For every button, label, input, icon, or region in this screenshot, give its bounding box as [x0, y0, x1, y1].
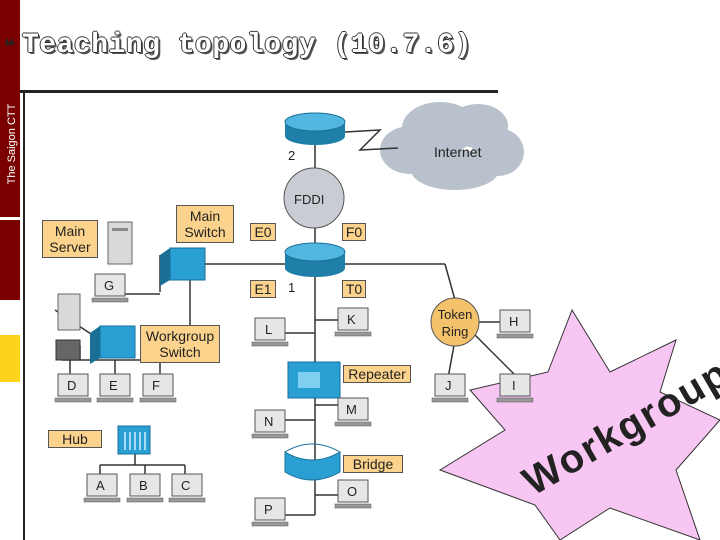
host-p-label: P [264, 502, 273, 517]
slide-title: Teaching topology (10.7.6) [22, 30, 472, 61]
router-2-label: 2 [288, 148, 296, 163]
token-ring-label: Token Ring [437, 307, 473, 339]
workgroup-switch-label: Workgroup Switch [140, 325, 220, 363]
host-m-label: M [346, 402, 357, 417]
host-c-label: C [181, 478, 191, 493]
sidebar-yellow [0, 335, 20, 382]
main-server-label: Main Server [42, 220, 98, 258]
hub-label: Hub [48, 430, 102, 448]
title-underline [20, 90, 498, 93]
host-o-label: O [347, 484, 358, 499]
host-e-label: E [109, 378, 118, 393]
workgroup-starburst [438, 308, 720, 540]
host-a-label: A [96, 478, 105, 493]
token-ring [430, 297, 480, 347]
workgroup-switch-icon [90, 325, 136, 364]
computer-p [254, 497, 286, 521]
computer-k [337, 307, 369, 331]
bridge-label: Bridge [343, 455, 403, 473]
sidebar-red-mid [0, 220, 20, 300]
server-icon [57, 293, 81, 331]
sidebar-white-gap [0, 217, 20, 220]
printer-icon [55, 339, 81, 361]
internet-label: Internet [434, 144, 482, 160]
host-d-label: D [67, 378, 77, 393]
host-k-label: K [347, 312, 356, 327]
sidebar-white-bottom [0, 382, 20, 540]
computer-d [57, 373, 89, 397]
host-f-label: F [152, 378, 160, 393]
router-1-label: 1 [288, 280, 296, 295]
computer-l [254, 317, 286, 341]
t0-label: T0 [342, 280, 366, 298]
e0-label: E0 [250, 223, 276, 241]
host-i-label: I [512, 378, 516, 393]
main-switch-label: Main Switch [176, 205, 234, 243]
computer-a [86, 473, 118, 497]
hub-icon [117, 425, 151, 455]
computer-c [171, 473, 203, 497]
computer-h [499, 309, 531, 333]
bridge-icon [284, 443, 341, 481]
host-h-label: H [509, 314, 519, 329]
repeater-icon [287, 361, 341, 399]
host-g-label: G [104, 278, 115, 293]
sidebar-white [0, 300, 20, 335]
router-2 [284, 112, 346, 145]
computer-n [254, 409, 286, 433]
main-switch-icon [160, 247, 206, 286]
computer-i [499, 373, 531, 397]
computer-f [142, 373, 174, 397]
content-left-rule [23, 93, 25, 540]
host-n-label: N [264, 414, 274, 429]
repeater-label: Repeater [343, 365, 411, 383]
title-bullet: ❝ [4, 36, 15, 58]
computer-e [99, 373, 131, 397]
computer-g [94, 273, 126, 297]
sidebar-red-top [0, 0, 20, 217]
host-j-label: J [445, 378, 452, 393]
computer-o [337, 479, 369, 503]
computer-j [434, 373, 466, 397]
router-1 [284, 242, 346, 277]
main-server-icon [107, 221, 133, 265]
fddi-label: FDDI [294, 192, 325, 207]
computer-m [337, 397, 369, 421]
host-l-label: L [265, 322, 273, 337]
computer-b [129, 473, 161, 497]
host-b-label: B [139, 478, 148, 493]
f0-label: F0 [342, 223, 366, 241]
fddi-ring [283, 167, 345, 229]
internet-cloud [380, 102, 524, 190]
e1-label: E1 [250, 280, 276, 298]
